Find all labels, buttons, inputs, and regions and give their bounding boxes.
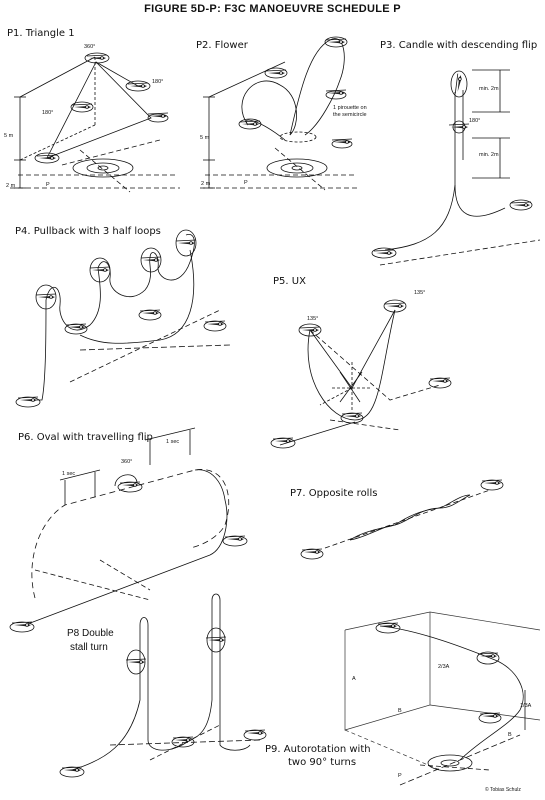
p3-candle-diagram xyxy=(372,70,540,265)
p1-triangle-diagram xyxy=(10,53,180,192)
p9-p-label: P xyxy=(398,773,402,779)
p9-b-label-1: B xyxy=(398,708,402,714)
panel-label-p1: P1. Triangle 1 xyxy=(7,28,75,39)
p2-pirouette-label-2: the semicircle xyxy=(333,112,367,118)
p1-360-label: 360° xyxy=(84,44,96,50)
p1-180-right-label: 180° xyxy=(152,79,164,85)
p2-2m-label: 2 m xyxy=(201,181,211,187)
panel-label-p9-line2: two 90° turns xyxy=(288,757,357,768)
p2-5m-label: 5 m xyxy=(200,135,210,141)
panel-label-p7: P7. Opposite rolls xyxy=(290,488,378,499)
p6-1sec-right: 1 sec xyxy=(166,439,180,445)
figure-title: FIGURE 5D-P: F3C MANOEUVRE SCHEDULE P xyxy=(144,3,401,15)
p7-opposite-rolls-diagram xyxy=(301,479,503,559)
p9-a-label: A xyxy=(352,676,356,682)
p2-flower-diagram xyxy=(200,37,360,190)
panel-label-p2: P2. Flower xyxy=(196,40,248,51)
p9-b-label-2: B xyxy=(508,732,512,738)
p4-pullback-diagram xyxy=(16,230,230,407)
panel-label-p5: P5. UX xyxy=(273,276,306,287)
credit: © Tobias Schulz xyxy=(485,787,521,793)
p5-135-left: 135° xyxy=(307,316,319,322)
p8-stall-turn-diagram xyxy=(60,594,266,777)
p9-13a-label: 1/3A xyxy=(520,703,532,709)
p3-min2m-upper: min. 2m xyxy=(479,86,499,92)
p2-pirouette-label-1: 1 pirouette on xyxy=(333,105,367,111)
panel-label-p8-line1: P8 Double xyxy=(67,628,114,639)
panel-label-p6: P6. Oval with travelling flip xyxy=(18,432,153,443)
p5-135-right: 135° xyxy=(414,290,426,296)
p6-360-label: 360° xyxy=(121,459,133,465)
p9-autorotation-diagram xyxy=(345,612,540,785)
p6-oval-diagram xyxy=(10,428,247,632)
panel-label-p3: P3. Candle with descending flip xyxy=(380,40,538,51)
panel-label-p8-line2: stall turn xyxy=(70,642,108,653)
p9-23a-label: 2/3A xyxy=(438,664,450,670)
p2-p-label: P xyxy=(244,180,248,186)
p1-p-label: P xyxy=(46,182,50,188)
p1-180-left-label: 180° xyxy=(42,110,54,116)
p3-180-label: 180° xyxy=(469,118,481,124)
p1-5m-label: 5 m xyxy=(4,133,14,139)
p6-1sec-left: 1 sec xyxy=(62,471,76,477)
p1-2m-label: 2 m xyxy=(6,183,16,189)
p5-ux-diagram xyxy=(271,300,451,448)
panel-label-p9-line1: P9. Autorotation with xyxy=(265,744,371,755)
panel-label-p4: P4. Pullback with 3 half loops xyxy=(15,226,161,237)
p3-min2m-lower: min. 2m xyxy=(479,152,499,158)
